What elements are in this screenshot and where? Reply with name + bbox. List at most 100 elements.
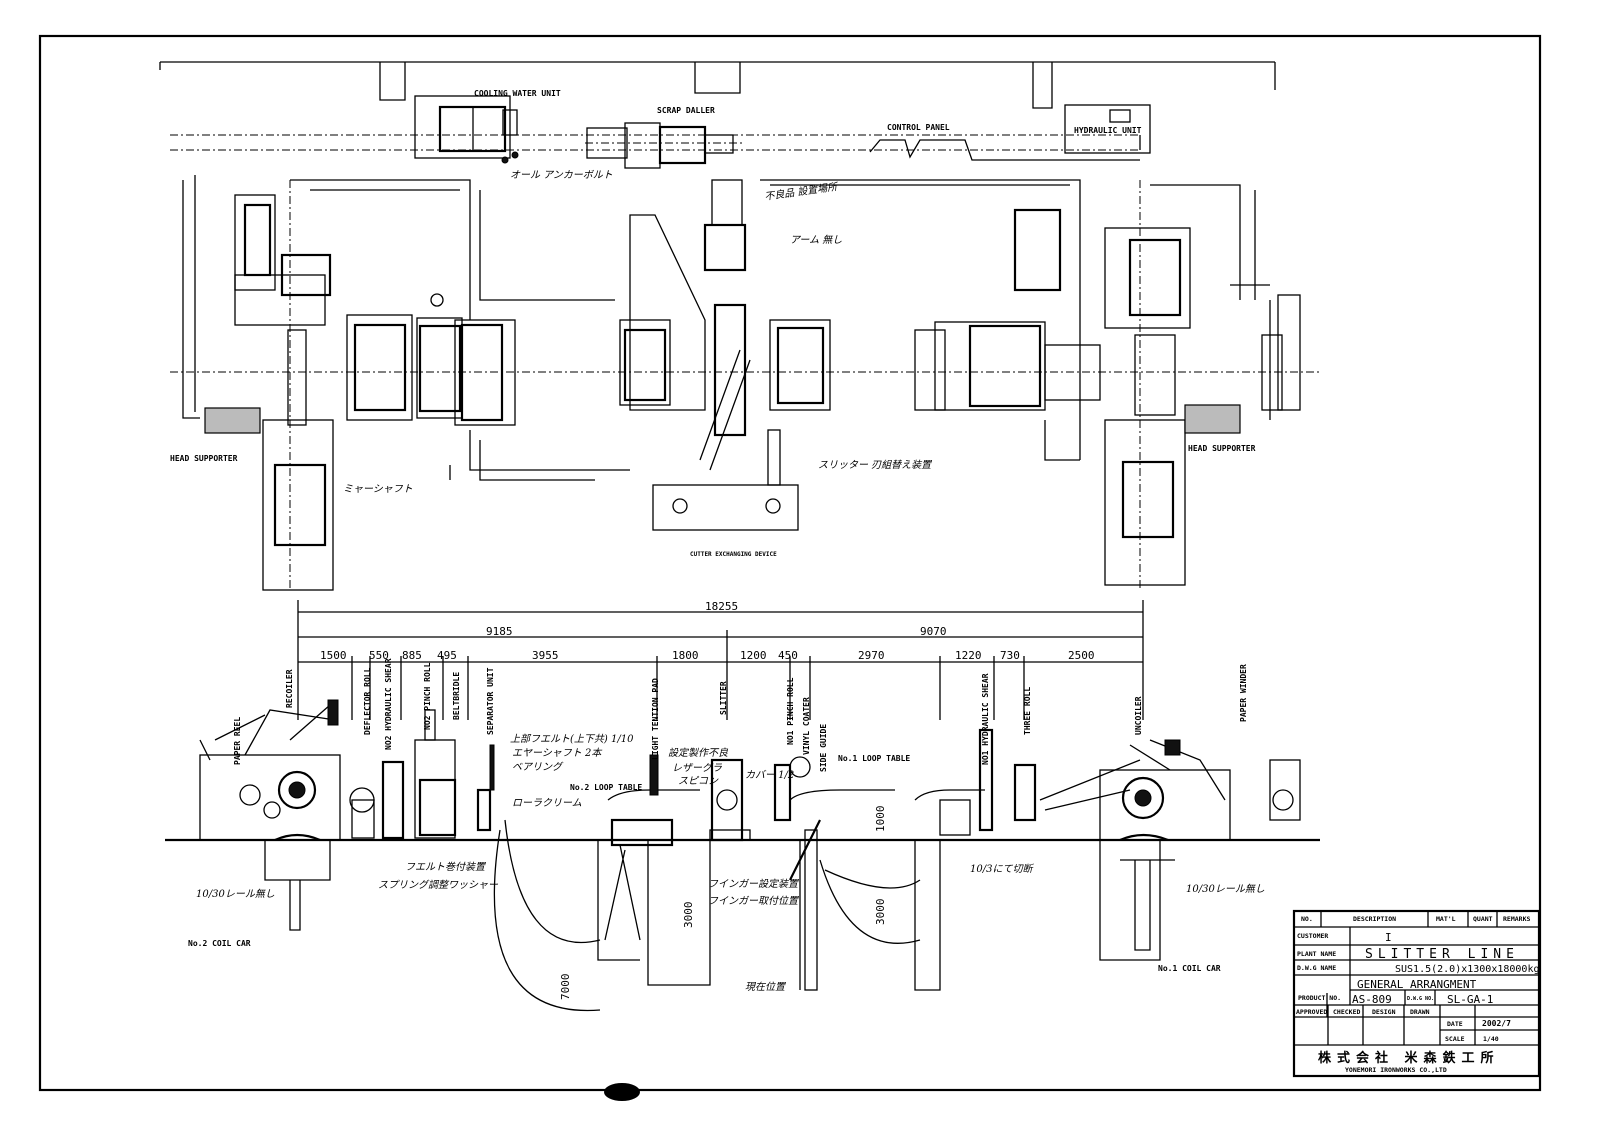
- dim-segment: 2500: [1068, 649, 1095, 662]
- label-scrap-daller: SCRAP DALLER: [657, 106, 715, 115]
- tb-header: QUANT: [1473, 915, 1493, 923]
- tb-date: 2002/7: [1482, 1019, 1511, 1028]
- dim-vertical: 1000: [874, 806, 887, 833]
- label-no1-coil-car: No.1 COIL CAR: [1158, 964, 1221, 973]
- tb-header: REMARKS: [1503, 915, 1530, 923]
- slitter-plan: [619, 179, 1101, 531]
- dim-half-right: 9070: [920, 625, 947, 638]
- station-label: RECOILER: [285, 669, 294, 708]
- uncoiler-plan: [1104, 180, 1301, 590]
- tb-product-no-label: PRODUCT NO.: [1298, 994, 1341, 1002]
- cutter-exchanging-device: [652, 484, 799, 531]
- tb-header: DESCRIPTION: [1353, 915, 1396, 923]
- note: 上部フエルト(上下共) 1/10: [510, 733, 634, 745]
- sheet-border: [38, 34, 1542, 1092]
- note: 10/3にて切断: [970, 863, 1034, 875]
- tb-checked-label: CHECKED: [1333, 1008, 1360, 1016]
- tb-company-en: YONEMORI IRONWORKS CO.,LTD: [1345, 1066, 1447, 1074]
- plan-machines-left: [346, 293, 516, 426]
- tb-customer-label: CUSTOMER: [1297, 932, 1328, 940]
- note: エヤーシャフト 2本: [512, 747, 602, 759]
- punch-hole-mark: [604, 1083, 640, 1101]
- note: フインガー設定装置: [708, 878, 799, 890]
- tb-header: NO.: [1301, 915, 1313, 923]
- label-head-supporter-right: HEAD SUPPORTER: [1188, 444, 1256, 453]
- note: ベアリング: [512, 761, 564, 773]
- note: スピコン: [678, 775, 719, 787]
- tb-product-no: AS-809: [1352, 993, 1392, 1006]
- dim-segment: 885: [402, 649, 422, 662]
- tb-customer-value: I: [1385, 931, 1392, 944]
- dim-segment: 1220: [955, 649, 982, 662]
- note-anchor-bolt: オール アンカーボルト: [510, 169, 613, 181]
- dim-segment: 730: [1000, 649, 1020, 662]
- tb-design-label: DESIGN: [1372, 1008, 1396, 1016]
- tb-plant-name-label: PLANT NAME: [1297, 950, 1336, 958]
- tb-company-jp: 株式会社 米森鉄工所: [1318, 1050, 1500, 1066]
- recoiler-elevation: [199, 699, 341, 842]
- note-defect-area: 不良品 設置場所: [764, 181, 840, 203]
- dim-segment: 495: [437, 649, 457, 662]
- note: フエルト巻付装置: [405, 861, 486, 873]
- label-head-supporter-left: HEAD SUPPORTER: [170, 454, 238, 463]
- dim-segment: 3955: [532, 649, 559, 662]
- recoiler-plan: [204, 180, 334, 591]
- label-cooling-water-unit: COOLING WATER UNIT: [474, 89, 561, 98]
- note: カバー 1/2: [745, 769, 794, 781]
- dim-vertical: 3000: [874, 899, 887, 926]
- dim-half-left: 9185: [486, 625, 513, 638]
- label-no1-loop-table: No.1 LOOP TABLE: [838, 754, 910, 763]
- station-label: UNCOILER: [1134, 696, 1143, 735]
- dim-segment: 1500: [320, 649, 347, 662]
- station-label: NO1 HYDRAULIC SHEAR: [981, 673, 990, 765]
- station-label: BELTBRIDLE: [452, 672, 461, 720]
- station-label: SIDE GUIDE: [819, 724, 828, 772]
- tb-dwg-no-label: D.W.G NO.: [1407, 996, 1434, 1002]
- tb-header: MAT'L: [1436, 915, 1456, 923]
- label-control-panel: CONTROL PANEL: [887, 123, 950, 132]
- note: ローラクリーム: [512, 797, 582, 809]
- tb-dwg-title: GENERAL ARRANGMENT: [1357, 978, 1477, 991]
- dim-segment: 2970: [858, 649, 885, 662]
- note: 設定製作不良: [668, 747, 729, 759]
- cooling-water-unit: [414, 95, 519, 164]
- note: スプリング調整ワッシャー: [378, 879, 499, 891]
- tb-scale-label: SCALE: [1445, 1035, 1465, 1043]
- note-slitter-turn: スリッター 刃組替え装置: [818, 459, 932, 471]
- dim-vertical: 3000: [682, 902, 695, 929]
- station-label: PAPER REEL: [233, 717, 242, 765]
- station-label: PAPER WINDER: [1239, 664, 1248, 722]
- dim-vertical: 7000: [559, 974, 572, 1001]
- label-no2-loop-table: No.2 LOOP TABLE: [570, 783, 642, 792]
- hydraulic-unit: [1064, 104, 1151, 154]
- tb-dwg-name-label: D.W.G NAME: [1297, 964, 1336, 972]
- note: 現在位置: [745, 981, 786, 993]
- tb-scale: 1/40: [1483, 1035, 1499, 1043]
- station-label: NO2 HYDRAULIC SHEAR: [384, 658, 393, 750]
- station-label: THREE ROLL: [1023, 687, 1032, 735]
- plan-view: COOLING WATER UNIT SCRAP DALLER CONTROL …: [159, 61, 1320, 591]
- station-label: SEPARATOR UNIT: [486, 667, 495, 735]
- station-label: VINYL COATER: [802, 697, 811, 755]
- note: 10/30レール無し: [1186, 883, 1265, 895]
- label-no2-coil-car: No.2 COIL CAR: [188, 939, 251, 948]
- dim-segment: 550: [369, 649, 389, 662]
- tb-dwg-spec: SUS1.5(2.0)x1300x18000kg: [1395, 964, 1540, 975]
- note-mirror-shaft: ミャーシャフト: [343, 484, 413, 495]
- dim-overall: 18255: [705, 600, 738, 613]
- label-cutter-exchanging-device: CUTTER EXCHANGING DEVICE: [690, 551, 777, 558]
- tb-date-label: DATE: [1447, 1020, 1463, 1028]
- dim-segment: 450: [778, 649, 798, 662]
- label-hydraulic-unit: HYDRAULIC UNIT: [1074, 126, 1142, 135]
- dimension-lines: 18255 9185 9070 1500 550 885 495 3955 18…: [297, 600, 1144, 720]
- note-arm: アーム 無し: [790, 234, 842, 246]
- dim-segment: 1800: [672, 649, 699, 662]
- tb-plant-name: SLITTER LINE: [1365, 947, 1519, 962]
- tb-drawn-label: DRAWN: [1410, 1008, 1430, 1016]
- note: レザーグラ: [672, 762, 722, 774]
- station-label: NO1 PINCH ROLL: [786, 677, 795, 745]
- note: 10/30レール無し: [196, 888, 275, 900]
- line-machines-elevation: [349, 709, 1037, 991]
- tb-approved-label: APPROVED: [1296, 1008, 1327, 1016]
